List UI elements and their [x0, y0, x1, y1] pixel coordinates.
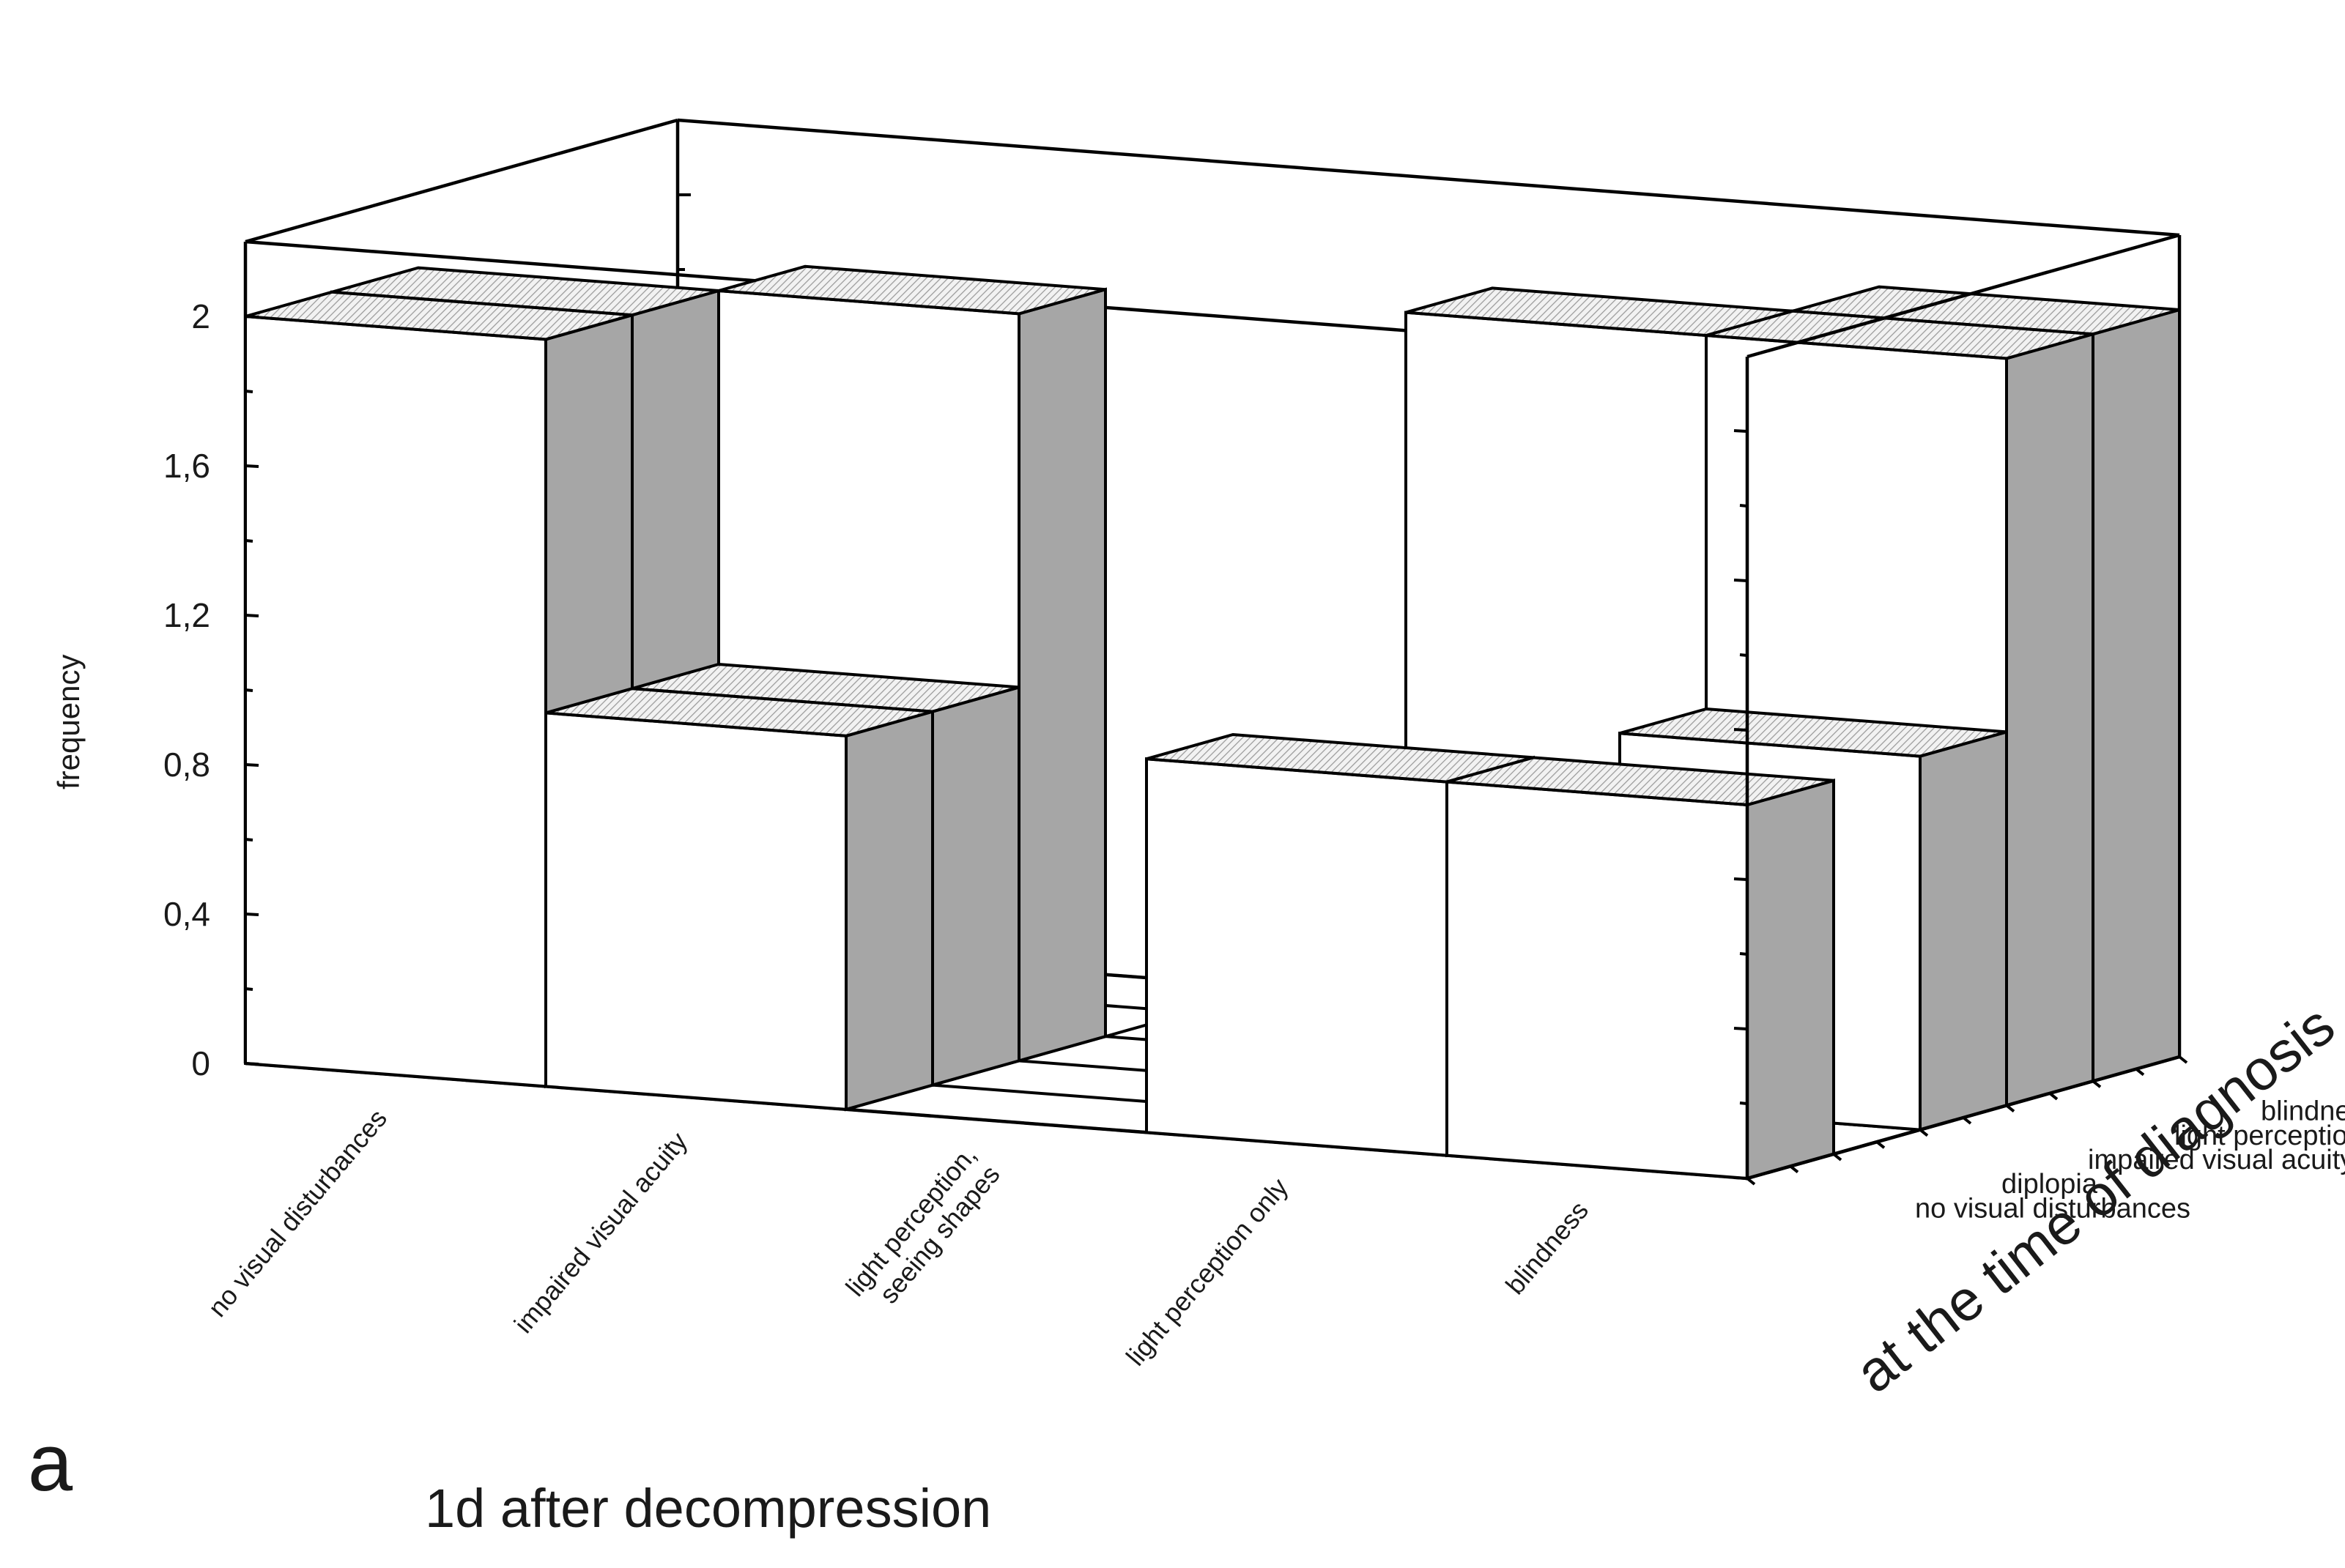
front-frame	[245, 233, 2188, 1186]
z-category-label: no visual disturbances	[1915, 1193, 2190, 1224]
bar	[1445, 756, 1835, 1181]
bar-side-face	[2005, 332, 2094, 1108]
bar-side-face	[845, 709, 934, 1112]
z-axis-tick	[1875, 1140, 1886, 1149]
right-axis-tick	[1733, 1027, 1748, 1030]
right-axis-tick	[1733, 728, 1748, 732]
bar	[544, 687, 934, 1112]
right-top-edge	[1746, 233, 2180, 359]
z-axis-tick	[2048, 1092, 2059, 1101]
z-axis-tick	[2005, 1104, 2015, 1112]
bar-side-face	[1746, 779, 1835, 1181]
z-axis-tick	[1832, 1153, 1842, 1162]
bar-side-face	[931, 685, 1020, 1088]
y-axis-tick	[245, 614, 259, 617]
x-category-label: light perception,seeing shapes	[840, 1140, 1006, 1322]
bar-front-face	[1445, 780, 1749, 1181]
y-axis-tick	[245, 1062, 259, 1066]
bar-side-face	[1018, 287, 1107, 1063]
y-tick-label: 1,2	[163, 596, 210, 634]
z-axis-tick	[1962, 1116, 1972, 1125]
bar-side-face	[2092, 308, 2181, 1083]
bar-front-face	[544, 711, 848, 1111]
y-axis-tick	[245, 315, 259, 319]
bar-top-face	[545, 687, 933, 737]
x-category-label-line: light perception only	[1120, 1173, 1294, 1372]
x-category-label-line: blindness	[1500, 1195, 1594, 1300]
y-axis-tick	[245, 390, 253, 393]
bar-top-face	[1446, 756, 1834, 807]
right-axis-tick	[1739, 803, 1748, 806]
y-axis-tick	[245, 464, 259, 468]
z-category-label: light perception only	[2174, 1121, 2345, 1151]
bar-side-face	[1919, 729, 2008, 1132]
y-axis-tick	[245, 688, 253, 692]
y-tick-label: 0,4	[163, 895, 210, 933]
bar-top-face	[1705, 309, 2094, 360]
z-category-label: blindness	[2261, 1096, 2345, 1127]
bars	[244, 264, 2181, 1181]
x-category-label: blindness	[1500, 1195, 1594, 1300]
y-axis-tick	[245, 539, 253, 543]
y-tick-label: 0	[191, 1044, 210, 1082]
y-tick-label: 0,8	[163, 746, 210, 784]
x-axis-title: 1d after decompression	[425, 1478, 991, 1539]
bar-top-face	[1619, 707, 2007, 758]
y-tick-label: 2	[191, 297, 210, 335]
bar-top-face	[718, 264, 1106, 316]
back-top-edge	[677, 118, 2180, 237]
y-axis-tick	[245, 838, 253, 841]
panel-label: a	[28, 1418, 73, 1508]
bar-front-face	[244, 314, 547, 1088]
y-axis-tick	[245, 913, 259, 916]
x-category-label-line: impaired visual acuity	[508, 1126, 694, 1339]
left-top-edge	[245, 118, 678, 244]
x-category-label: light perception only	[1120, 1173, 1294, 1372]
z-axis-tick	[1746, 1177, 1756, 1186]
z-axis-tick	[2135, 1068, 2145, 1077]
z-category-label: diplopia	[2001, 1169, 2098, 1200]
right-axis-tick	[1733, 877, 1748, 881]
z-axis-tick	[1919, 1129, 1929, 1137]
x-category-label: no visual disturbances	[202, 1103, 393, 1322]
z-axis-tick	[1789, 1164, 1799, 1173]
y-tick-label: 1,6	[163, 447, 210, 485]
bar-front-face	[1145, 757, 1448, 1157]
right-axis-tick	[1739, 1101, 1748, 1105]
x-category-label-line: no visual disturbances	[202, 1103, 393, 1322]
right-axis-tick	[1739, 504, 1748, 508]
z-axis-tick	[2092, 1080, 2102, 1088]
y-axis-title: frequency	[51, 655, 86, 789]
z-category-label: impaired visual acuity	[2088, 1145, 2345, 1175]
x-category-label: impaired visual acuity	[508, 1126, 694, 1339]
bar-top-face	[245, 290, 633, 341]
z-axis-tick	[2178, 1055, 2188, 1064]
right-axis-tick	[1733, 579, 1748, 582]
